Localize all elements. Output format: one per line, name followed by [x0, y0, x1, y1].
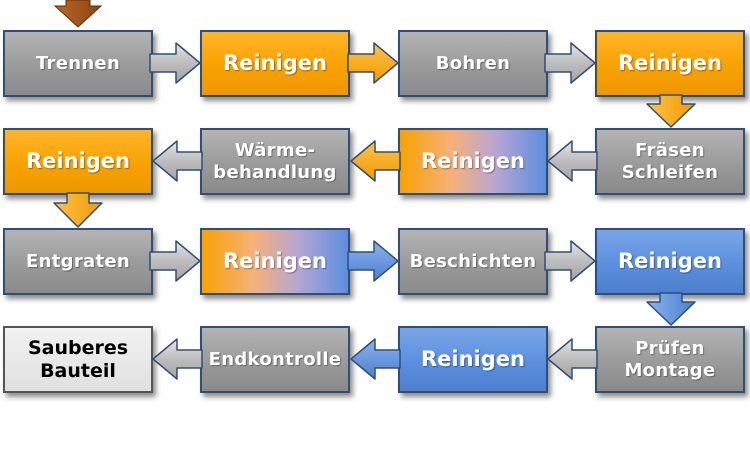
step-label: Bohren [435, 52, 511, 74]
arrow-waermebehandlung-to-reinigen [152, 140, 203, 182]
arrow-reinigen-to-bohren [347, 42, 399, 84]
step-label: Wärme- behandlung [213, 139, 337, 183]
step-label: Beschichten [409, 250, 537, 272]
step-label: Reinigen [421, 148, 525, 173]
arrow-reinigen-to-waermebehandlung [350, 140, 401, 182]
step-reinigen-7: Reinigen [398, 326, 548, 393]
step-label: Prüfen Montage [624, 337, 716, 381]
arrow-reinigen-down-to-entgraten [53, 192, 103, 228]
arrow-reinigen-down-to-pruefen [646, 292, 696, 326]
step-label: Reinigen [421, 346, 525, 371]
step-label: Endkontrolle [208, 348, 342, 370]
arrow-fraesen-to-reinigen [547, 140, 598, 182]
step-label: Reinigen [223, 50, 327, 75]
step-label: Fräsen Schleifen [621, 139, 719, 183]
step-beschichten: Beschichten [398, 228, 548, 295]
step-fraesen-schleifen: Fräsen Schleifen [595, 128, 745, 195]
step-trennen: Trennen [3, 30, 153, 97]
arrow-beschichten-to-reinigen [544, 240, 596, 282]
step-label: Sauberes Bauteil [27, 336, 129, 382]
step-sauberes-bauteil: Sauberes Bauteil [3, 326, 153, 393]
arrow-reinigen-to-beschichten [347, 240, 399, 282]
arrow-reinigen-to-endkontrolle [350, 338, 401, 380]
arrow-bohren-to-reinigen [544, 42, 596, 84]
step-reinigen-5: Reinigen [200, 228, 350, 295]
step-label: Reinigen [223, 248, 327, 273]
arrow-pruefen-to-reinigen [547, 338, 598, 380]
step-waermebehandlung: Wärme- behandlung [200, 128, 350, 195]
step-reinigen-3: Reinigen [398, 128, 548, 195]
entry-arrow [53, 0, 103, 28]
step-reinigen-2: Reinigen [595, 30, 745, 97]
step-label: Reinigen [618, 50, 722, 75]
step-bohren: Bohren [398, 30, 548, 97]
step-entgraten: Entgraten [3, 228, 153, 295]
step-endkontrolle: Endkontrolle [200, 326, 350, 393]
step-reinigen-1: Reinigen [200, 30, 350, 97]
step-label: Trennen [35, 52, 121, 74]
step-pruefen-montage: Prüfen Montage [595, 326, 745, 393]
step-label: Reinigen [618, 248, 722, 273]
arrow-trennen-to-reinigen [149, 42, 201, 84]
arrow-reinigen-down-to-fraesen [646, 94, 696, 128]
step-reinigen-4: Reinigen [3, 128, 153, 195]
arrow-endkontrolle-to-bauteil [152, 338, 203, 380]
step-reinigen-6: Reinigen [595, 228, 745, 295]
step-label: Entgraten [26, 250, 130, 272]
step-label: Reinigen [26, 148, 130, 173]
arrow-entgraten-to-reinigen [149, 240, 201, 282]
